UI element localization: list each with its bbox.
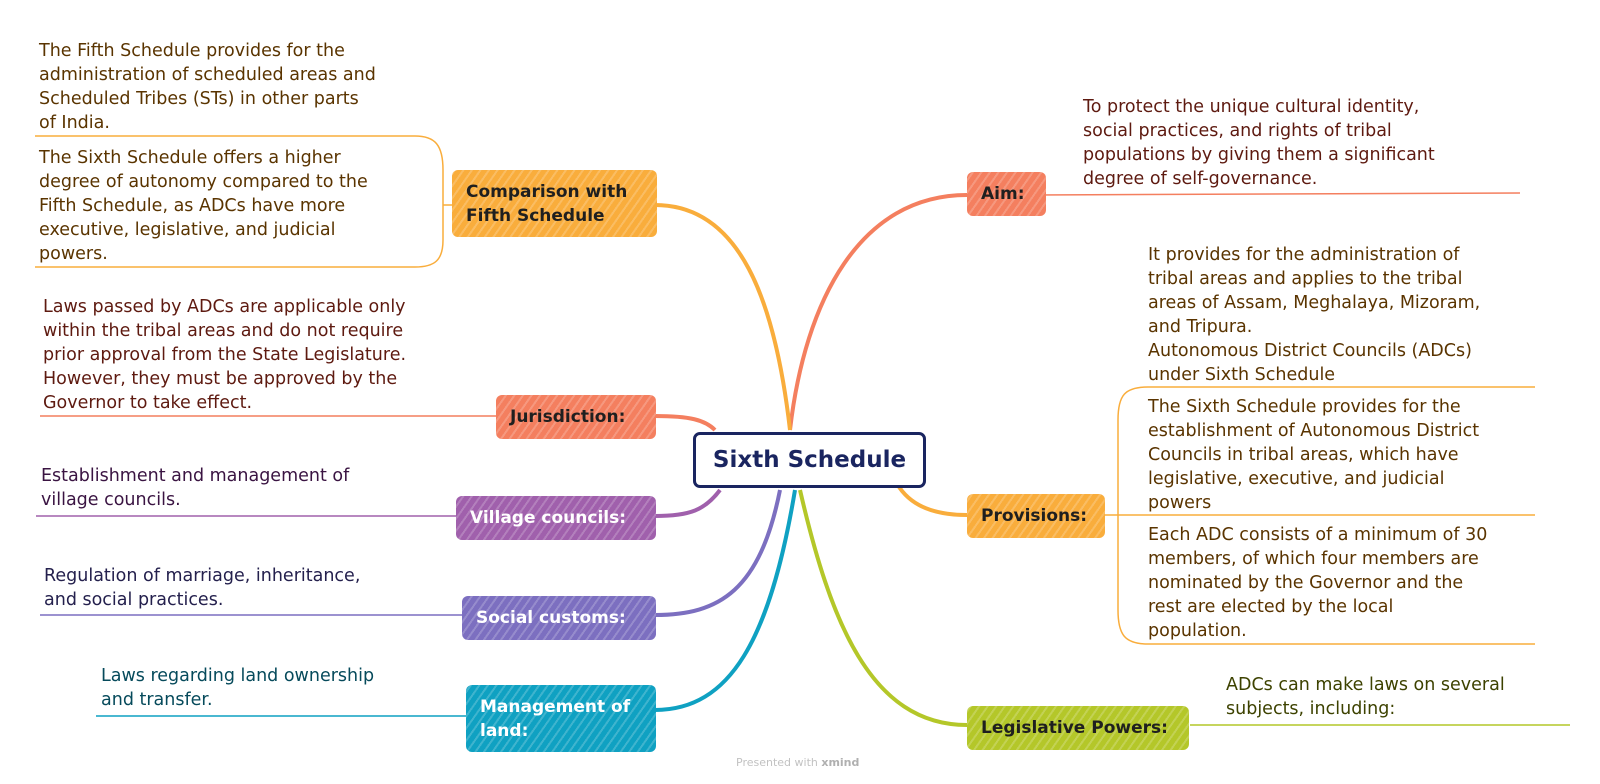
edge-land	[654, 489, 797, 712]
note-aim: To protect the unique cultural identity,…	[1083, 97, 1435, 189]
edge-social	[654, 489, 782, 617]
presented-with-watermark: Presented with xmind	[736, 756, 859, 769]
note-provisions-1: It provides for the administration of tr…	[1148, 245, 1481, 385]
note-management-of-land: Laws regarding land ownership and transf…	[101, 666, 375, 710]
topic-jurisdiction[interactable]: Jurisdiction:	[496, 395, 656, 439]
topic-management-of-land[interactable]: Management of land:	[466, 685, 656, 752]
topic-provisions[interactable]: Provisions:	[967, 494, 1105, 538]
edge-aim	[788, 193, 968, 431]
note-provisions-3: Each ADC consists of a minimum of 30 mem…	[1148, 525, 1488, 641]
topic-social-customs[interactable]: Social customs:	[462, 596, 656, 640]
note-jurisdiction: Laws passed by ADCs are applicable only …	[43, 297, 407, 413]
note-provisions-2: The Sixth Schedule provides for the esta…	[1148, 397, 1480, 513]
topic-village-councils[interactable]: Village councils:	[456, 496, 656, 540]
note-bracket-comparison	[414, 135, 455, 268]
note-legislative: ADCs can make laws on several subjects, …	[1226, 675, 1505, 719]
watermark-prefix: Presented with	[736, 756, 818, 769]
topic-aim[interactable]: Aim:	[967, 172, 1046, 216]
topic-legislative-powers[interactable]: Legislative Powers:	[967, 706, 1189, 750]
xmind-logo-text: xmind	[821, 756, 860, 769]
central-topic[interactable]: Sixth Schedule	[693, 432, 926, 488]
note-village-councils: Establishment and management of village …	[41, 466, 350, 510]
edge-village	[654, 488, 722, 518]
note-social-customs: Regulation of marriage, inheritance, and…	[44, 566, 361, 610]
edge-comparison	[654, 203, 792, 431]
edge-jurisdiction	[654, 414, 717, 432]
note-underline-aim	[1034, 192, 1521, 196]
note-comparison-2: The Sixth Schedule offers a higher degre…	[39, 148, 368, 264]
topic-comparison-fifth-schedule[interactable]: Comparison with Fifth Schedule	[452, 170, 657, 237]
note-comparison-1: The Fifth Schedule provides for the admi…	[39, 41, 376, 133]
edge-legislative	[798, 489, 968, 727]
